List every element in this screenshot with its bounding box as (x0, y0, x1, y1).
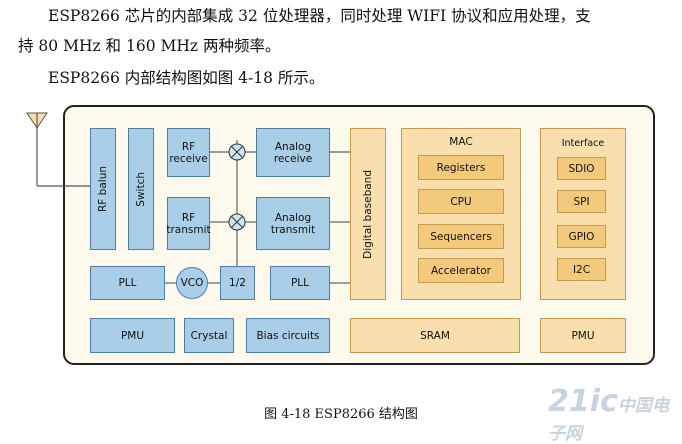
digital-baseband-label: Digital baseband (362, 169, 374, 259)
rf-transmit-label: RF transmit (166, 211, 211, 236)
analog-transmit-label: Analog transmit (270, 211, 316, 236)
interface-item-label: SPI (573, 195, 590, 208)
bias-circuits-block: Bias circuits (246, 318, 330, 353)
rf-receive-label: RF receive (169, 140, 208, 165)
mac-item-label: Registers (436, 161, 486, 174)
pll-left-label: PLL (118, 277, 137, 289)
figure-caption: 图 4-18 ESP8266 结构图 (264, 407, 418, 422)
pll-right-block: PLL (270, 266, 330, 300)
interface-item-label: I2C (572, 263, 591, 276)
mac-item-label: Accelerator (431, 264, 491, 277)
sram-block: SRAM (350, 318, 520, 353)
bias-circuits-label: Bias circuits (256, 329, 320, 342)
mac-item-label: Sequencers (430, 230, 492, 243)
pmu-left-label: PMU (120, 329, 145, 342)
switch-block: Switch (128, 128, 154, 250)
divider-label: 1/2 (229, 277, 246, 289)
analog-receive-label: Analog receive (273, 140, 313, 165)
vco-block: VCO (176, 267, 208, 299)
pmu-right-label: PMU (571, 329, 595, 342)
mac-item-label: CPU (450, 195, 472, 208)
interface-item-i2c: I2C (557, 258, 606, 281)
crystal-label: Crystal (190, 329, 228, 342)
pmu-right-block: PMU (540, 318, 626, 353)
sram-label: SRAM (420, 329, 450, 342)
rf-receive-block: RF receive (167, 128, 210, 177)
interface-item-label: GPIO (568, 230, 595, 243)
switch-label: Switch (135, 171, 147, 207)
rf-transmit-block: RF transmit (166, 197, 211, 250)
mac-item-registers: Registers (418, 155, 504, 180)
mac-item-accelerator: Accelerator (418, 258, 504, 283)
rf-balun-block: RF balun (90, 128, 116, 250)
vco-label: VCO (180, 277, 204, 289)
mac-title: MAC (449, 136, 473, 148)
interface-item-sdio: SDIO (557, 157, 606, 180)
pll-right-label: PLL (290, 277, 310, 289)
divider-block: 1/2 (220, 266, 255, 300)
paragraph-figure-reference: ESP8266 内部结构图如图 4-18 所示。 (48, 69, 325, 87)
interface-item-gpio: GPIO (557, 225, 606, 248)
interface-item-spi: SPI (557, 190, 606, 213)
analog-transmit-block: Analog transmit (256, 197, 330, 250)
interface-item-label: SDIO (568, 162, 595, 175)
mac-item-sequencers: Sequencers (418, 224, 504, 249)
mixer-transmit-icon (228, 213, 246, 231)
interface-title: Interface (561, 138, 605, 149)
mac-item-cpu: CPU (418, 189, 504, 214)
digital-baseband-block: Digital baseband (350, 128, 386, 300)
crystal-block: Crystal (184, 318, 234, 353)
rf-balun-label: RF balun (97, 166, 109, 212)
pll-left-block: PLL (90, 266, 165, 300)
pmu-left-block: PMU (90, 318, 175, 353)
watermark-logo: 21ic中国电子网 (548, 384, 669, 444)
paragraph-line-1: ESP8266 芯片的内部集成 32 位处理器，同时处理 WIFI 协议和应用处… (48, 7, 591, 25)
analog-receive-block: Analog receive (256, 128, 330, 177)
mixer-receive-icon (228, 143, 246, 161)
paragraph-line-2: 持 80 MHz 和 160 MHz 两种频率。 (18, 37, 281, 55)
